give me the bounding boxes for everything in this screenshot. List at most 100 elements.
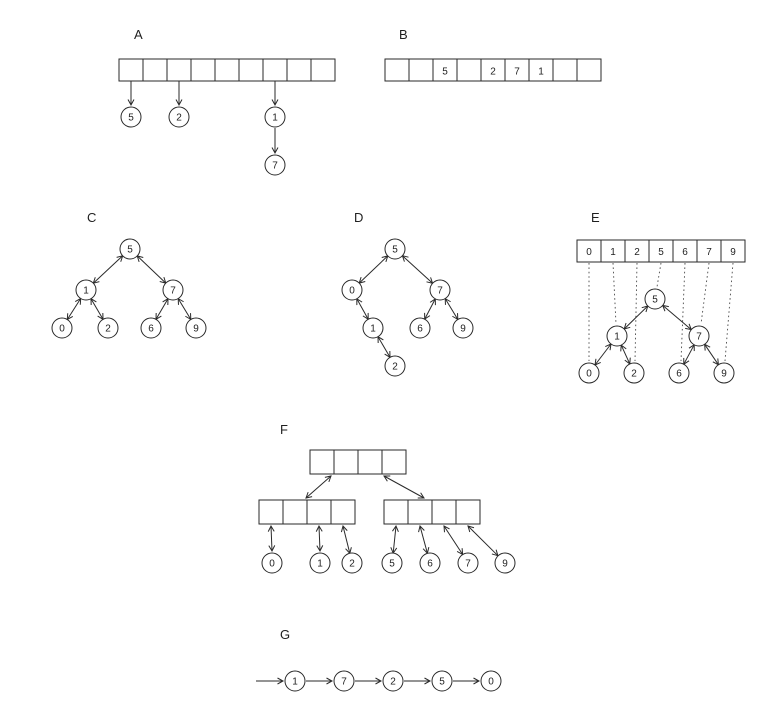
tree-edge [424,297,436,321]
node-value: 0 [349,286,355,297]
block-top [309,449,407,475]
node-circle [362,317,384,339]
node-circle [185,317,207,339]
node-circle [261,552,283,574]
dotted-link [680,262,686,362]
section-a: A 5 2 1 7 [118,27,336,176]
array-cell-value: 2 [490,67,496,78]
node-value: 9 [502,559,508,570]
section-b-label: B [399,27,408,42]
node-circle [284,670,306,692]
node-value: 2 [105,324,111,335]
block-link-arrow [305,475,332,499]
node-value: 1 [292,677,298,688]
section-e-label: E [591,210,600,225]
section-g: G 1 7 2 5 0 [256,627,502,692]
node-value: 2 [392,362,398,373]
tree-edge [90,297,104,321]
node-circle [264,154,286,176]
tree-edge [92,255,124,284]
node-circle [578,362,600,384]
array-e: 0 1 2 5 6 7 9 [576,239,746,263]
node-value: 5 [389,559,395,570]
tree-edge [704,343,719,366]
node-value: 6 [676,369,682,380]
tree-edge [623,305,649,330]
array-cell-value: 6 [682,247,688,258]
section-g-label: G [280,627,290,642]
tree-edge [136,255,167,284]
section-d: D 5 0 7 1 2 6 9 [341,210,474,377]
node-value: 2 [349,559,355,570]
node-circle [384,238,406,260]
node-value: 6 [148,324,154,335]
node-circle [75,279,97,301]
section-a-label: A [134,27,143,42]
node-value: 1 [614,332,620,343]
node-circle [264,106,286,128]
node-circle [381,552,403,574]
leaf-arrow [315,524,324,553]
node-circle [119,238,141,260]
section-c-label: C [87,210,96,225]
node-value: 2 [390,677,396,688]
node-value: 7 [437,286,443,297]
array-cell-value: 2 [634,247,640,258]
array-box [384,58,602,82]
node-value: 7 [465,559,471,570]
dotted-link [634,262,638,362]
node-value: 5 [652,295,658,306]
tree-edge [683,343,695,366]
node-value: 5 [128,113,134,124]
leaf-arrow [390,524,399,555]
node-circle [51,317,73,339]
hash-chains: 5 2 1 7 [120,81,286,176]
node-value: 0 [59,324,65,335]
array-cell-value: 0 [586,247,592,258]
node-value: 9 [460,324,466,335]
dotted-link [612,262,617,325]
node-circle [713,362,735,384]
node-circle [97,317,119,339]
node-circle [409,317,431,339]
node-circle [668,362,690,384]
node-value: 0 [488,677,494,688]
node-value: 2 [176,113,182,124]
block-right [383,499,481,525]
node-circle [452,317,474,339]
tree-edge [356,297,369,321]
tree-edge [594,343,612,366]
dotted-link [700,262,710,325]
array-box [118,58,336,82]
node-value: 7 [341,677,347,688]
leaf-arrow [267,524,276,553]
array-b: 5 2 7 1 [384,58,602,82]
block-left [258,499,356,525]
node-circle [382,670,404,692]
node-circle [341,279,363,301]
node-value: 0 [586,369,592,380]
array-cell-value: 5 [658,247,664,258]
node-value: 0 [269,559,275,570]
block-link-arrow [383,475,425,499]
dotted-link [724,262,734,362]
leaf-arrow [467,525,499,557]
node-circle [623,362,645,384]
dotted-link [656,262,662,288]
section-c: C 5 1 7 0 2 6 9 [51,210,207,339]
tree-edge [358,255,389,284]
tree-edge [444,297,459,321]
tree-edge [661,304,693,331]
node-circle [162,279,184,301]
tree-edge [620,344,631,365]
node-circle [429,279,451,301]
leaf-arrow [443,525,464,556]
node-value: 1 [370,324,376,335]
leaf-arrow [418,524,430,555]
node-circle [341,552,363,574]
array-box [576,239,746,263]
array-to-tree-links [588,262,734,362]
section-b: B 5 2 7 1 [384,27,602,82]
